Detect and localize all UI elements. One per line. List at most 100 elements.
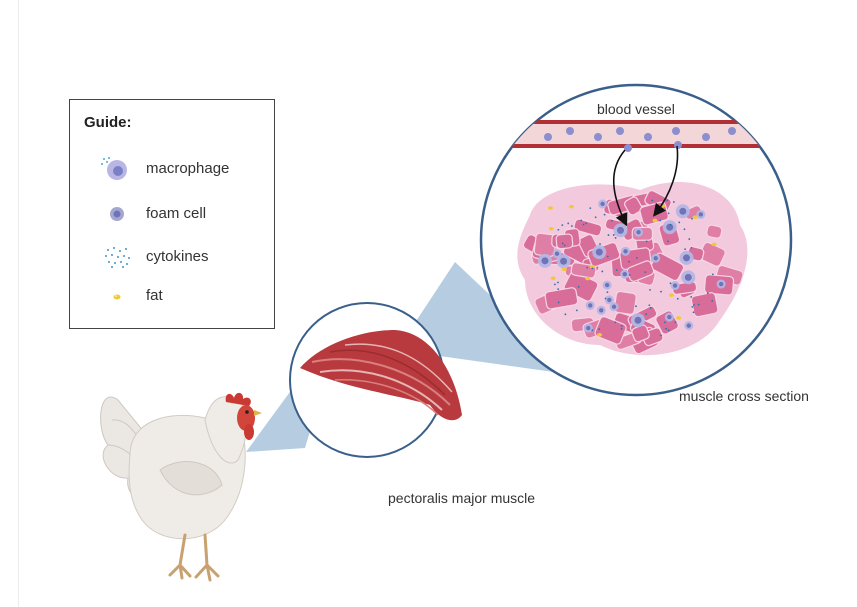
cytokine <box>675 321 677 323</box>
cell-nucleus <box>654 256 658 260</box>
guide-item-cytokines: cytokines <box>100 244 270 270</box>
cytokine <box>690 296 692 298</box>
guide-item-fat: fat <box>100 283 270 309</box>
fat-droplet <box>551 276 556 280</box>
cytokine <box>659 220 661 222</box>
cytokine <box>621 325 623 327</box>
cytokine <box>604 214 606 216</box>
chicken-illustration <box>101 393 262 580</box>
macrophage-icon <box>100 156 134 182</box>
guide-label-foam-cell: foam cell <box>146 205 206 222</box>
cytokine <box>712 273 714 275</box>
guide-legend: Guide: macrophage foam cell cytokines <box>69 99 275 329</box>
cytokine <box>561 224 563 226</box>
cytokines-icon <box>100 244 134 270</box>
cytokine <box>611 220 613 222</box>
cytokine <box>649 289 651 291</box>
vessel-cell <box>544 133 552 141</box>
cytokine <box>598 328 600 330</box>
cytokine <box>578 286 580 288</box>
cell-nucleus <box>599 308 603 312</box>
cytokine <box>580 219 582 221</box>
guide-title: Guide: <box>84 114 132 131</box>
cytokine <box>668 212 670 214</box>
cytokine <box>635 305 637 307</box>
cell-nucleus <box>679 208 686 215</box>
cytokine <box>607 291 609 293</box>
cytokine <box>691 218 693 220</box>
blood-vessel-label: blood vessel <box>597 101 675 117</box>
guide-label-macrophage: macrophage <box>146 160 229 177</box>
vessel-cell <box>616 127 624 135</box>
cytokine <box>608 234 610 236</box>
cytokine <box>564 313 566 315</box>
cytokine <box>628 261 630 263</box>
cytokine <box>595 216 597 218</box>
vessel-cell <box>672 127 680 135</box>
fat-droplet <box>652 219 657 223</box>
cytokine <box>562 243 564 245</box>
cytokine <box>585 222 587 224</box>
cytokine <box>684 248 686 250</box>
cytokine <box>646 240 648 242</box>
cytokine <box>557 288 559 290</box>
cytokine <box>677 298 679 300</box>
cytokine <box>605 298 607 300</box>
muscle-fiber <box>706 224 723 239</box>
cytokine <box>616 269 618 271</box>
cytokine <box>691 247 693 249</box>
cytokine <box>664 321 666 323</box>
cytokine <box>571 225 573 227</box>
cytokine <box>644 271 646 273</box>
cell-nucleus <box>685 274 692 281</box>
cytokine <box>613 234 615 236</box>
muscle-cross-section-label: muscle cross section <box>679 388 809 404</box>
cell-nucleus <box>683 254 690 261</box>
guide-label-fat: fat <box>146 287 163 304</box>
muscle-fiber <box>614 291 637 315</box>
cytokine <box>586 267 588 269</box>
cytokine <box>621 328 623 330</box>
cytokine <box>693 311 695 313</box>
cytokine <box>645 313 647 315</box>
cell-nucleus <box>588 303 592 307</box>
cytokine <box>615 237 617 239</box>
fat-droplet <box>693 215 698 219</box>
cell-nucleus <box>600 202 604 206</box>
cytokine <box>619 215 621 217</box>
vessel-cell <box>594 133 602 141</box>
cytokine <box>678 222 680 224</box>
cell-nucleus <box>586 326 590 330</box>
vessel-cell <box>728 127 736 135</box>
cytokine <box>554 284 556 286</box>
cytokine <box>601 271 603 273</box>
vessel-cell <box>644 133 652 141</box>
cytokine <box>583 224 585 226</box>
cytokine <box>629 274 631 276</box>
muscle-fiber <box>691 292 719 317</box>
cytokine <box>665 328 667 330</box>
cytokine <box>711 300 713 302</box>
guide-item-macrophage: macrophage <box>100 156 270 182</box>
cytokine <box>673 201 675 203</box>
cytokine <box>651 200 653 202</box>
fat-droplet <box>549 227 554 231</box>
vessel-cell <box>496 133 504 141</box>
cytokine <box>660 335 662 337</box>
cell-nucleus <box>634 317 641 324</box>
cytokine <box>660 291 662 293</box>
cytokine <box>607 256 609 258</box>
cytokine <box>599 243 601 245</box>
cell-nucleus <box>623 272 627 276</box>
cell-nucleus <box>687 323 691 327</box>
cytokine <box>684 228 686 230</box>
cytokine <box>589 207 591 209</box>
guide-item-foam-cell: foam cell <box>100 201 270 227</box>
guide-label-cytokines: cytokines <box>146 248 209 265</box>
muscle-fiber <box>556 234 573 249</box>
cell-nucleus <box>607 298 611 302</box>
pectoralis-major-muscle-label: pectoralis major muscle <box>388 490 535 506</box>
fat-droplet <box>676 316 681 320</box>
fat-droplet <box>712 243 717 247</box>
vessel-cell <box>566 127 574 135</box>
